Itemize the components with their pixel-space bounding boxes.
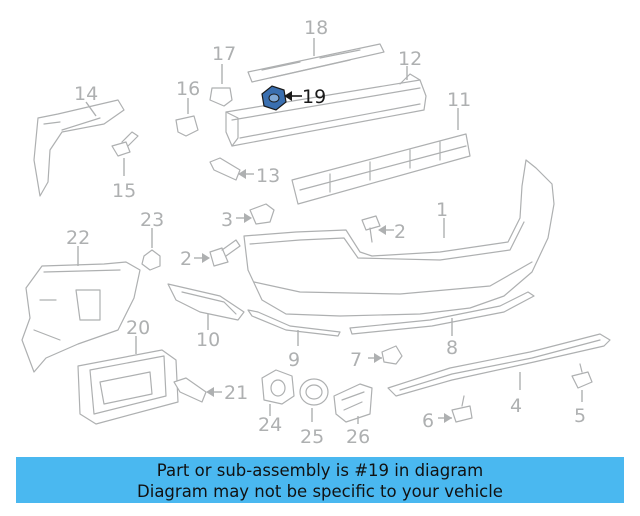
callout-10: 10 xyxy=(196,329,220,351)
part-11-energy-absorber: 11 xyxy=(291,89,471,205)
callout-4: 4 xyxy=(510,395,522,417)
part-3-clip: 3 xyxy=(221,203,275,231)
part-23-nut: 23 xyxy=(140,209,164,271)
part-19-nut-highlighted: 19 xyxy=(261,85,326,111)
part-25-sensor: 25 xyxy=(299,378,329,448)
part-8-valance: 8 xyxy=(349,291,535,359)
banner-line-2: Diagram may not be specific to your vehi… xyxy=(137,482,503,501)
callout-3: 3 xyxy=(221,209,233,231)
callout-19: 19 xyxy=(302,86,326,108)
part-18-absorber-strip: 18 xyxy=(247,17,385,83)
callout-6: 6 xyxy=(422,410,434,432)
part-21-screw: 21 xyxy=(173,377,248,404)
part-10-reflector: 10 xyxy=(167,283,245,351)
callout-24: 24 xyxy=(258,414,282,436)
info-banner: Part or sub-assembly is #19 in diagram D… xyxy=(16,457,624,503)
callout-2-left: 2 xyxy=(180,248,192,270)
part-20-module: 20 xyxy=(77,317,179,425)
part-9-trim: 9 xyxy=(247,309,341,371)
callout-18: 18 xyxy=(304,17,328,39)
callout-13: 13 xyxy=(256,165,280,187)
part-5-retainer: 5 xyxy=(571,363,593,427)
part-7-clip: 7 xyxy=(350,345,403,371)
part-14-side-bracket: 14 xyxy=(33,83,125,197)
callout-12: 12 xyxy=(398,48,422,70)
callout-7: 7 xyxy=(350,349,362,371)
callout-9: 9 xyxy=(288,349,300,371)
callout-23: 23 xyxy=(140,209,164,231)
callout-20: 20 xyxy=(126,317,150,339)
callout-22: 22 xyxy=(66,227,90,249)
callout-2-right: 2 xyxy=(394,221,406,243)
callout-17: 17 xyxy=(212,43,236,65)
part-17-clip: 17 xyxy=(209,43,236,107)
part-6-screw: 6 xyxy=(422,395,473,432)
callout-8: 8 xyxy=(446,337,458,359)
callout-25: 25 xyxy=(300,426,324,448)
part-1-bumper-cover: 1 xyxy=(243,159,555,317)
part-15-bolt: 15 xyxy=(111,131,139,202)
banner-line-1: Part or sub-assembly is #19 in diagram xyxy=(156,461,484,480)
callout-26: 26 xyxy=(346,426,370,448)
part-13-bolt: 13 xyxy=(209,157,280,187)
part-2-bolt-left: 2 xyxy=(180,239,241,270)
part-16-clip: 16 xyxy=(175,78,200,137)
callout-16: 16 xyxy=(176,78,200,100)
part-24-sensor-bracket: 24 xyxy=(258,369,295,436)
callout-11: 11 xyxy=(447,89,471,111)
callout-15: 15 xyxy=(112,180,136,202)
part-2-bolt: 2 xyxy=(361,215,406,243)
part-26-bracket: 26 xyxy=(333,383,373,448)
callout-5: 5 xyxy=(574,405,586,427)
callout-21: 21 xyxy=(224,382,248,404)
callout-14: 14 xyxy=(74,83,98,105)
part-4-diffuser: 4 xyxy=(387,333,611,417)
part-12-reinforcement-beam: 12 xyxy=(225,48,427,147)
callout-1: 1 xyxy=(436,199,448,221)
part-22-bracket: 22 xyxy=(21,227,141,373)
